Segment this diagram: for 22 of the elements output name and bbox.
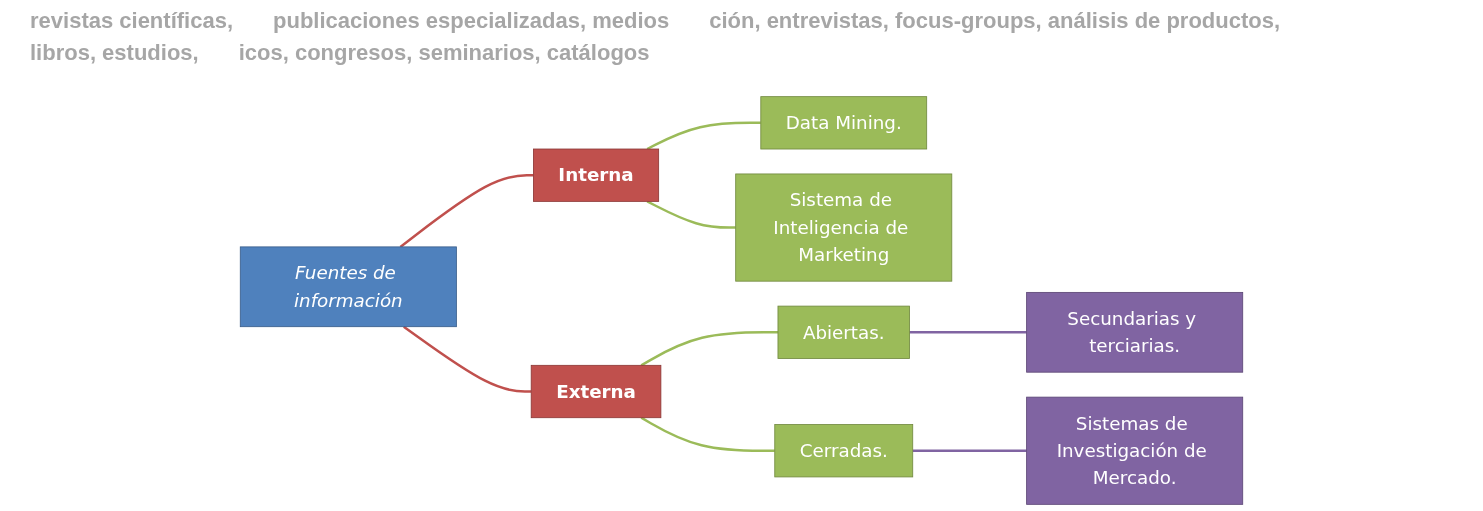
connector	[909, 331, 1027, 334]
node-box: Data Mining.	[760, 96, 928, 150]
connector	[399, 173, 534, 248]
connector	[403, 325, 532, 393]
connector	[640, 331, 778, 367]
node-box: Cerradas.	[774, 424, 914, 478]
node-box: Abiertas.	[777, 305, 910, 359]
background-text: revistas científicas,	[30, 8, 233, 34]
background-text: libros, estudios,	[30, 40, 199, 66]
node-box: Sistema de Inteligencia de Marketing	[735, 173, 953, 282]
connector	[646, 121, 761, 151]
connector	[640, 416, 775, 452]
node-box: Secundarias y terciarias.	[1026, 292, 1244, 373]
background-text: icos, congresos, seminarios, catálogos	[238, 40, 650, 66]
node-box: Fuentes de información	[239, 246, 457, 328]
background-text: publicaciones especializadas, medios	[273, 8, 670, 34]
node-box: Externa	[530, 364, 662, 419]
connector	[912, 449, 1027, 452]
connector	[646, 200, 736, 229]
background-text: ción, entrevistas, focus-groups, análisis de productos,	[709, 8, 1281, 34]
node-box: Interna	[533, 148, 660, 202]
node-box: Sistemas de Investigación de Mercado.	[1026, 396, 1244, 505]
